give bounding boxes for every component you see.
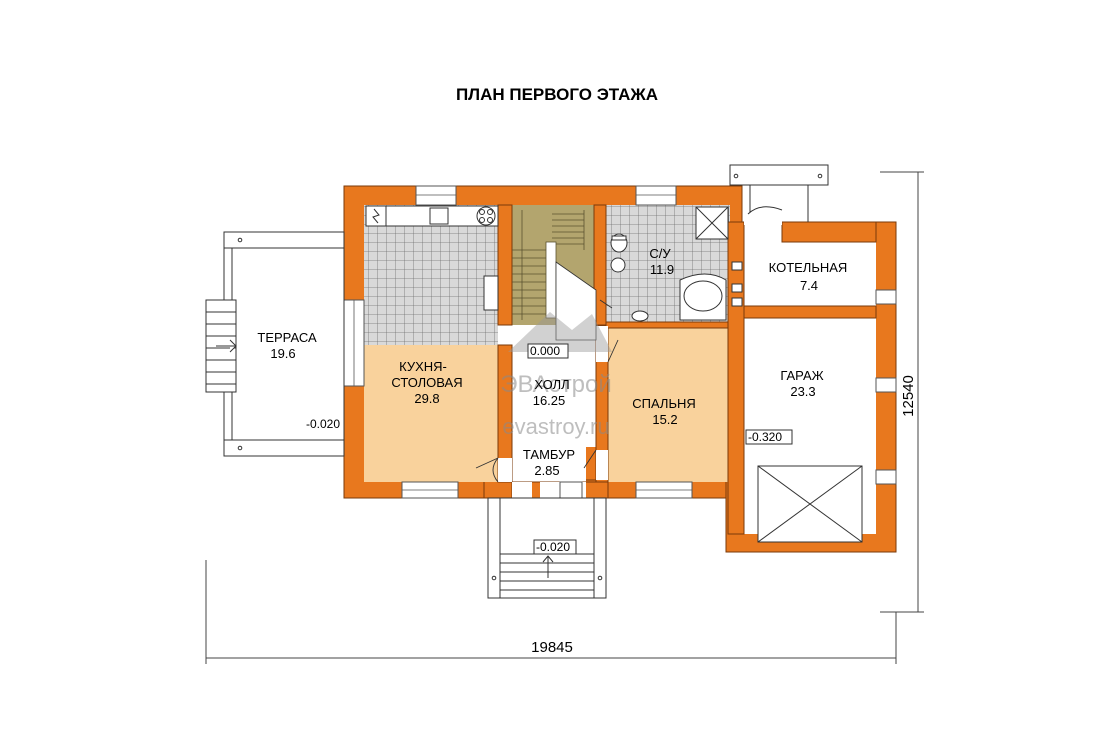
watermark: ЭВАстрой evastroy.ru <box>500 312 612 439</box>
watermark-brand: ЭВАстрой <box>500 371 612 398</box>
room-kitchen-name-1: КУХНЯ- <box>399 359 447 374</box>
height-dimension: 12540 <box>900 375 917 417</box>
window-garage-2 <box>875 469 897 485</box>
plan-title: ПЛАН ПЕРВОГО ЭТАЖА <box>456 85 658 104</box>
boiler-floor <box>744 242 876 306</box>
level-entrance: -0.020 <box>536 540 570 554</box>
window-boiler <box>875 289 897 305</box>
room-hall-name: ХОЛЛ <box>534 377 569 392</box>
window-vestibule <box>559 481 583 499</box>
room-terrace-name: ТЕРРАСА <box>257 330 317 345</box>
window-bath-top <box>635 185 677 206</box>
bathroom-fixtures <box>610 206 729 322</box>
level-terrace: -0.020 <box>306 417 340 431</box>
level-hall: 0.000 <box>530 344 560 358</box>
room-garage-area: 23.3 <box>790 384 815 399</box>
window-garage-1 <box>875 377 897 393</box>
room-vestibule-area: 2.85 <box>534 463 559 478</box>
stove-icon <box>372 208 380 224</box>
room-boiler-area: 7.4 <box>800 278 818 293</box>
garage-pit <box>757 465 863 543</box>
staircase <box>512 210 597 341</box>
room-bathroom-name: С/У <box>649 246 671 261</box>
room-boiler-name: КОТЕЛЬНАЯ <box>769 260 848 275</box>
kitchen-counter <box>365 205 499 311</box>
boiler-entry-porch <box>729 164 829 222</box>
level-garage: -0.320 <box>748 430 782 444</box>
kitchen-tile-floor <box>364 205 498 345</box>
room-bathroom-area: 11.9 <box>650 262 674 277</box>
boiler-equipment <box>731 261 743 307</box>
width-dimension: 19845 <box>531 639 573 656</box>
window-kitchen-top <box>415 185 457 206</box>
dimension-lines <box>205 171 924 664</box>
room-vestibule-name: ТАМБУР <box>523 447 575 462</box>
room-bedroom-name: СПАЛЬНЯ <box>632 396 696 411</box>
watermark-site: evastroy.ru <box>502 414 609 439</box>
kitchen-floor <box>364 345 498 482</box>
room-bedroom-area: 15.2 <box>652 412 677 427</box>
watermark-logo-icon <box>508 312 612 352</box>
room-hall-area: 16.25 <box>533 393 566 408</box>
room-kitchen-name-2: СТОЛОВАЯ <box>391 375 462 390</box>
sink <box>631 310 649 322</box>
bidet <box>610 257 626 273</box>
bedroom-floor <box>608 326 728 482</box>
room-terrace-area: 19.6 <box>270 346 295 361</box>
room-labels: ТЕРРАСА 19.6 КУХНЯ- СТОЛОВАЯ 29.8 ХОЛЛ 1… <box>257 246 847 478</box>
terrace <box>205 231 345 457</box>
level-markers: 0.000 -0.020 -0.320 -0.020 <box>306 343 793 555</box>
door-openings <box>498 205 782 500</box>
room-kitchen-area: 29.8 <box>414 391 439 406</box>
room-garage-name: ГАРАЖ <box>780 368 823 383</box>
